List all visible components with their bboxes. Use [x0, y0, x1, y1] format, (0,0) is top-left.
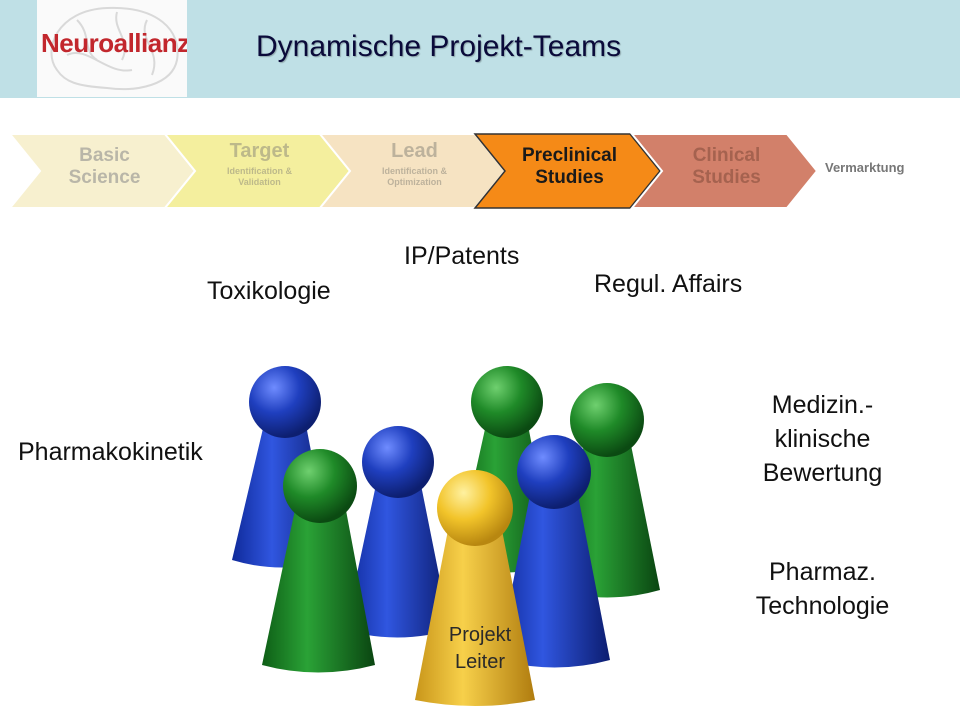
pawn-leader-label: Projekt Leiter	[448, 624, 512, 673]
stage-arrow-5	[629, 133, 819, 209]
neuroallianz-logo: Neuroallianz	[37, 0, 187, 97]
pawn-green-front-left	[262, 449, 375, 673]
stage-title-4: Preclinical Studies	[521, 145, 618, 188]
brain-icon	[50, 6, 179, 91]
stage-title-2: Target	[229, 140, 290, 162]
stage-vermarktung-label: Vermarktung	[825, 160, 905, 175]
role-regul-affairs: Regul. Affairs	[594, 270, 743, 298]
role-pharmakokinetik: Pharmakokinetik	[18, 438, 203, 466]
role-ip-patents: IP/Patents	[404, 242, 520, 270]
stage-subtitle-2: Identification & Validation	[227, 166, 292, 187]
stage-title-5: Clinical Studies	[692, 145, 761, 188]
team-pawns-illustration	[232, 366, 660, 706]
page-title: Dynamische Projekt-Teams	[256, 30, 622, 63]
stage-arrow-4	[473, 133, 661, 209]
role-medizin-klinische-bewertung: Medizin.- klinische Bewertung	[762, 391, 883, 487]
role-pharmaz-technologie: Pharmaz. Technologie	[755, 558, 890, 620]
stage-title-3: Lead	[391, 140, 438, 162]
pipeline-arrows	[7, 133, 819, 209]
stage-title-1: Basic Science	[68, 145, 141, 188]
logo-text: Neuroallianz	[41, 28, 187, 58]
pawn-blue-middle-left	[345, 426, 450, 638]
role-toxikologie: Toxikologie	[207, 277, 331, 305]
stage-subtitle-3: Identification & Optimization	[382, 166, 447, 187]
header-bar: Neuroallianz Dynamische Projekt-Teams	[0, 0, 960, 98]
pawn-yellow-leader	[415, 470, 535, 706]
pawn-blue-middle-right	[498, 435, 610, 668]
